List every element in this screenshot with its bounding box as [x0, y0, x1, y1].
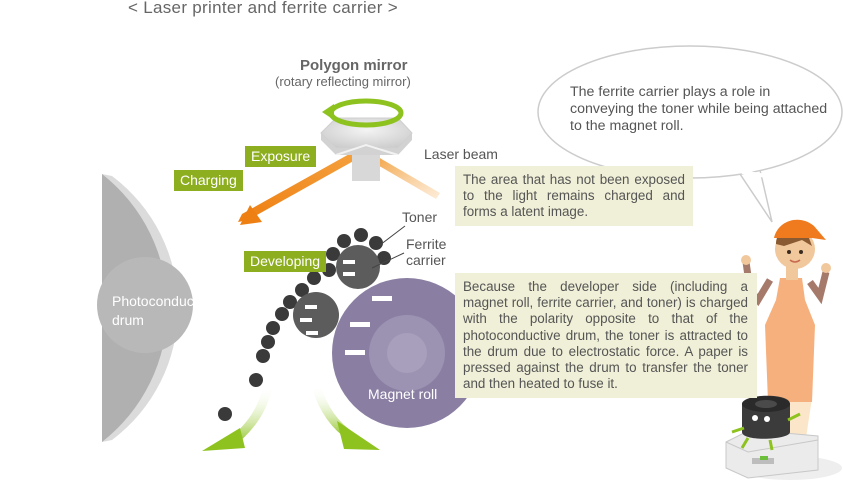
drum-label-line2: drum [112, 312, 144, 328]
magnet-rotation-arrow [311, 384, 380, 450]
ferrite-carrier-particles [293, 245, 380, 338]
drum-rotation-arrow [202, 384, 273, 451]
magnet-roll [332, 278, 482, 428]
laser-beam-label: Laser beam [424, 146, 498, 162]
magnet-roll-label: Magnet roll [368, 386, 438, 402]
ferrite-mascot-icon [731, 395, 801, 451]
page-title: < Laser printer and ferrite carrier > [128, 0, 398, 17]
photoconductive-drum [97, 174, 193, 442]
drum-plus-charges [195, 207, 255, 403]
ferrite-carrier-label: Ferrite carrier [406, 236, 446, 268]
speech-bubble-text: The ferrite carrier plays a role in conv… [570, 84, 828, 134]
laser-beam [238, 148, 440, 225]
rotation-arrow-icon [322, 98, 404, 128]
polygon-mirror [320, 117, 413, 181]
ferrite-label-line2: carrier [406, 252, 446, 268]
ferrite-label-line1: Ferrite [406, 236, 447, 252]
speech-bubble [537, 45, 843, 223]
exposure-tag: Exposure [245, 146, 317, 167]
latent-image-note: The area that has not been exposed to th… [455, 166, 693, 226]
drum-label-line1: Photoconductive [112, 293, 216, 309]
toner-particles [218, 228, 391, 421]
leader-lines [371, 225, 406, 269]
polygon-mirror-title: Polygon mirror [300, 57, 408, 74]
developer-note: Because the developer side (including a … [455, 273, 757, 399]
polygon-mirror-subtitle: (rotary reflecting mirror) [275, 74, 411, 89]
magnet-minus-charges [345, 296, 392, 355]
charging-tag: Charging [174, 170, 243, 191]
developing-tag: Developing [244, 251, 327, 272]
toner-label: Toner [402, 209, 438, 225]
photoconductive-drum-label: Photoconductive drum [112, 292, 216, 330]
